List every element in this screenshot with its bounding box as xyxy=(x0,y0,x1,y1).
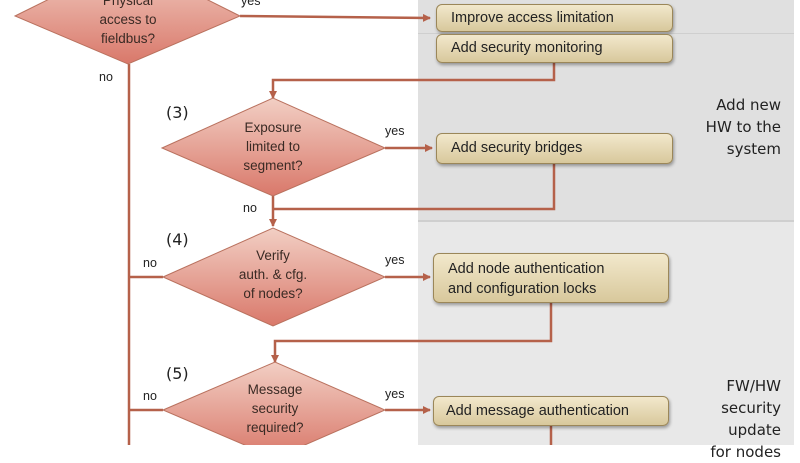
connector-bridges-return xyxy=(273,164,556,211)
action-add-message-authentication[interactable]: Add message authentication xyxy=(433,396,669,426)
action-add-node-authentication[interactable]: Add node authentication and configuratio… xyxy=(433,253,669,303)
flow-connectors xyxy=(13,0,556,445)
action-label: Add security monitoring xyxy=(451,40,603,56)
connector-monitoring-to-d3 xyxy=(269,63,556,99)
action-add-security-monitoring[interactable]: Add security monitoring xyxy=(436,34,673,63)
action-label: and configuration locks xyxy=(448,281,597,297)
connector-d2-yes xyxy=(239,13,431,22)
action-improve-access-limitation[interactable]: Improve access limitation xyxy=(436,4,673,32)
yes-label-d2: yes xyxy=(241,0,261,8)
no-label-d4: no xyxy=(143,256,157,270)
decision-line: Verify xyxy=(256,248,290,263)
action-label: Improve access limitation xyxy=(451,10,614,26)
action-label: Add message authentication xyxy=(446,403,629,419)
side-label-line: system xyxy=(726,140,781,158)
action-label: Add node authentication xyxy=(448,261,605,277)
no-label-d2: no xyxy=(99,70,113,84)
action-label: Add security bridges xyxy=(451,140,583,156)
yes-label-d5: yes xyxy=(385,387,405,401)
side-label-line: FW/HW xyxy=(726,377,781,395)
decision-line: fieldbus? xyxy=(100,31,156,46)
yes-label-d3: yes xyxy=(385,124,405,138)
decision-line: limited to xyxy=(245,139,301,154)
step-number-5: (5) xyxy=(166,364,189,383)
side-label-new-hw: Add new HW to the system xyxy=(706,94,781,160)
side-label-line: HW to the xyxy=(705,118,781,136)
connector-nodeauth-to-d5 xyxy=(271,302,553,363)
decision-text-4: Verify auth. & cfg. of nodes? xyxy=(223,246,323,303)
yes-label-d4: yes xyxy=(385,253,405,267)
action-add-security-bridges[interactable]: Add security bridges xyxy=(436,133,673,164)
side-label-line: update xyxy=(728,421,781,439)
decision-diamond-4 xyxy=(161,227,387,327)
decision-text-3: Exposure limited to segment? xyxy=(223,118,323,175)
decision-line: of nodes? xyxy=(243,286,303,301)
side-label-line: security xyxy=(721,399,781,417)
decision-diamond-5 xyxy=(161,361,387,445)
decision-line: Physical xyxy=(102,0,154,8)
category-panel-new-hw xyxy=(418,34,794,222)
decision-line: access to xyxy=(99,12,157,27)
no-label-d5: no xyxy=(143,389,157,403)
decision-line: auth. & cfg. xyxy=(238,267,308,282)
decision-line: security xyxy=(251,401,299,416)
step-number-4: (4) xyxy=(166,230,189,249)
decision-diamond-2 xyxy=(13,0,242,65)
no-label-d3: no xyxy=(243,201,257,215)
decision-text-5: Message security required? xyxy=(225,380,325,437)
side-label-line: for nodes xyxy=(710,443,781,461)
decision-line: Message xyxy=(247,382,303,397)
side-label-line: Add new xyxy=(716,96,781,114)
decision-diamond-3 xyxy=(160,97,387,197)
decision-line: segment? xyxy=(243,158,303,173)
decision-text-2: Physical access to fieldbus? xyxy=(78,0,178,48)
step-number-3: (3) xyxy=(166,103,189,122)
decision-line: Exposure xyxy=(244,120,302,135)
decision-line: required? xyxy=(246,420,304,435)
side-label-fw-update: FW/HW security update for nodes xyxy=(710,375,781,463)
